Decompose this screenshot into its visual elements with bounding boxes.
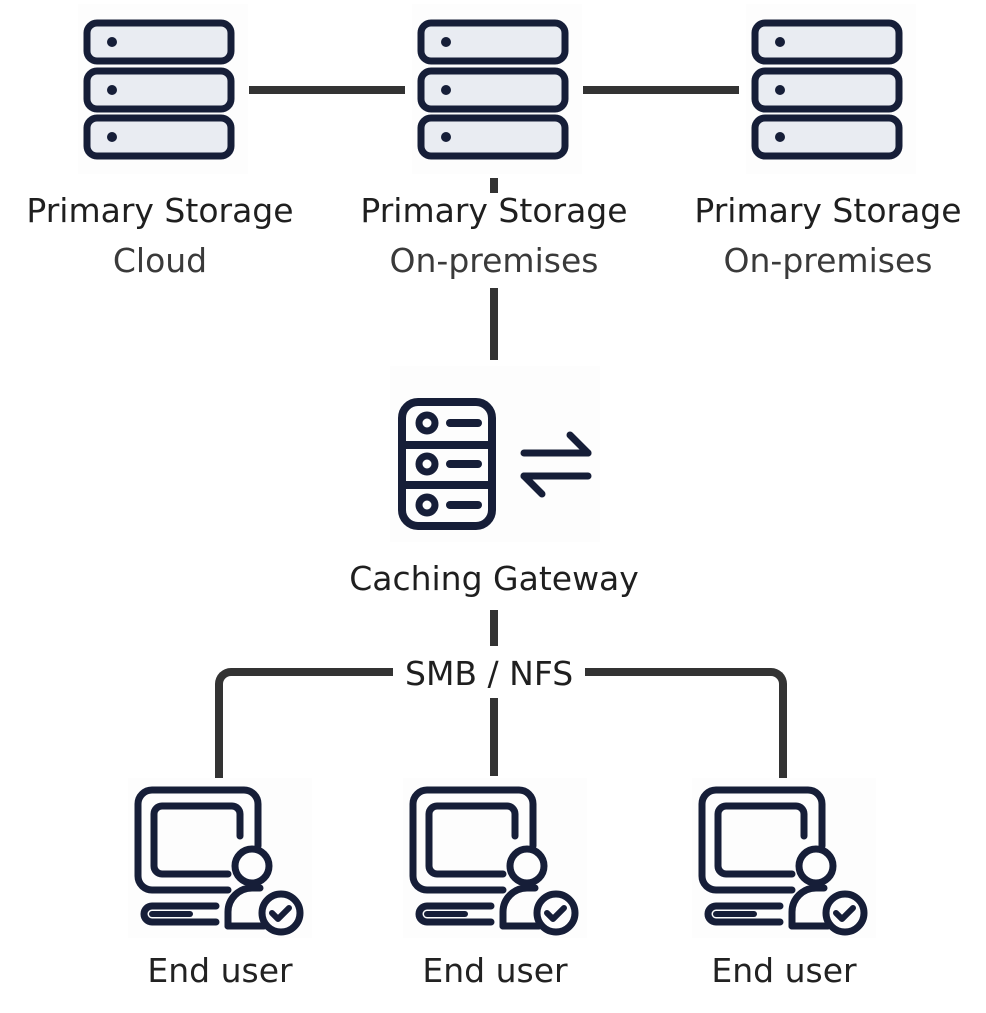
caching-gateway-node (390, 366, 600, 542)
connector-to-middle-user (490, 698, 498, 776)
server-sync-icon (398, 398, 592, 530)
connector-storage-to-gateway (490, 288, 498, 360)
connector-cloud-to-onprem1 (249, 86, 405, 94)
storage-node-onprem-2 (746, 4, 916, 174)
storage-node-onprem-1-label: Primary Storage On-premises (334, 186, 654, 286)
storage-subtitle: Cloud (112, 241, 208, 280)
server-rack-icon (417, 19, 569, 160)
storage-title: Primary Storage (26, 191, 294, 230)
end-user-node-2 (403, 778, 587, 938)
storage-node-onprem-2-label: Primary Storage On-premises (668, 186, 986, 286)
computer-user-verified-icon (698, 786, 868, 936)
computer-user-verified-icon (409, 786, 579, 936)
end-user-node-1 (128, 778, 312, 938)
storage-title: Primary Storage (360, 191, 628, 230)
connector-storage-to-gateway-top (490, 178, 498, 193)
exchange-arrows-icon (520, 431, 592, 498)
storage-subtitle: On-premises (723, 241, 933, 280)
end-user-label: End user (147, 951, 293, 990)
storage-node-onprem-1 (412, 4, 582, 174)
end-user-node-3 (692, 778, 876, 938)
caching-gateway-label: Caching Gateway (334, 554, 654, 604)
storage-title: Primary Storage (694, 191, 962, 230)
protocol-label: SMB / NFS (393, 654, 586, 694)
server-rack-icon (83, 19, 235, 160)
end-user-label: End user (711, 951, 857, 990)
storage-subtitle: On-premises (389, 241, 599, 280)
server-rack-icon (751, 19, 903, 160)
storage-node-cloud (78, 4, 248, 174)
storage-node-cloud-label: Primary Storage Cloud (0, 186, 320, 286)
computer-user-verified-icon (134, 786, 304, 936)
connector-gateway-down (490, 610, 498, 646)
connector-onprem1-to-onprem2 (583, 86, 739, 94)
gateway-title: Caching Gateway (349, 559, 639, 598)
end-user-label: End user (422, 951, 568, 990)
